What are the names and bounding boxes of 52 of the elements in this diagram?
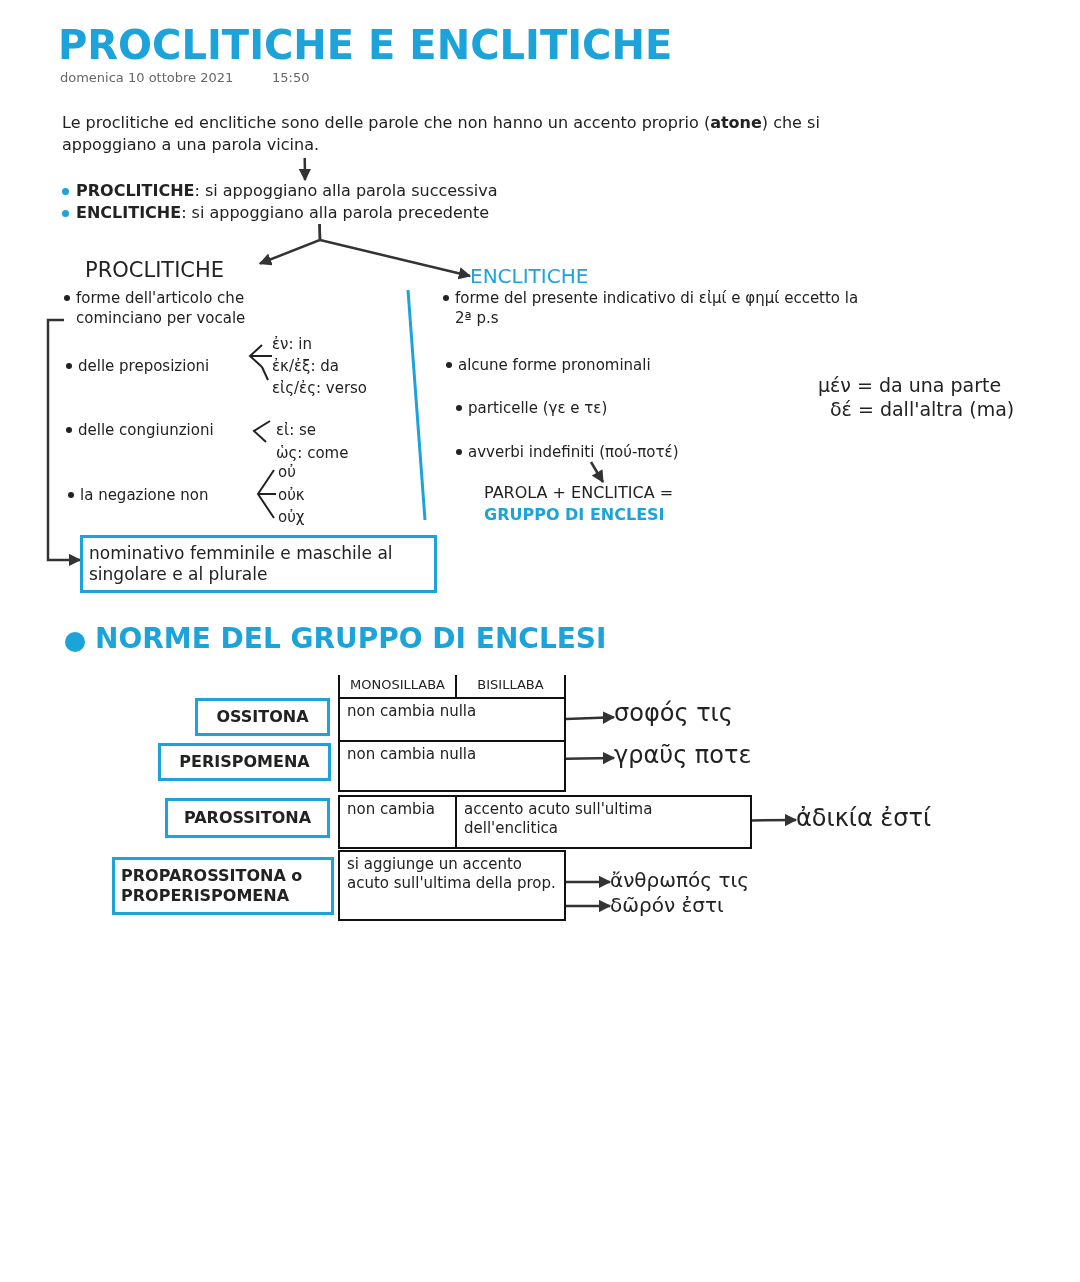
table-cell: si aggiunge un accento acuto sull'ultima della prop. [338, 850, 566, 921]
arrow [318, 223, 472, 280]
section-heading: NORME DEL GRUPPO DI ENCLESI [65, 622, 607, 655]
row-label-box: PERISPOMENA [158, 743, 331, 781]
heading: PROCLITICHE [85, 256, 260, 286]
arrow [566, 899, 612, 913]
arrow [566, 875, 612, 889]
bullet-text: delle congiunzioni [66, 420, 214, 440]
list-item: εἰς/ἐς: verso [272, 378, 368, 398]
bullet-text: delle preposizioni [66, 356, 210, 376]
table-cell: non cambia nulla [338, 697, 566, 742]
list-item: εἰ: se [276, 420, 317, 440]
row-label-box: OSSITONA [195, 698, 330, 736]
date-text: domenica 10 ottobre 2021 [60, 70, 234, 85]
table-cell: non cambia nulla [338, 740, 566, 792]
arrow [46, 318, 82, 567]
example-text: δῶρόν ἐστι [610, 893, 760, 917]
heading: ENCLITICHE [470, 263, 620, 289]
list-item: ἐν: in [272, 334, 312, 354]
bullet-text: avverbi indefiniti (πού-ποτέ) [456, 442, 768, 462]
example-text: ἀδικία ἐστί [796, 803, 961, 835]
arrow [589, 461, 604, 484]
result-text: PAROLA + ENCLITICA = GRUPPO DI ENCLESI [484, 482, 714, 528]
arrow [565, 711, 616, 724]
list-item: οὐ [278, 462, 296, 482]
arrow [752, 813, 798, 827]
note-text: δέ = dall'altra (ma) [830, 398, 1015, 420]
bullet-list: PROCLITICHE: si appoggiano alla parola successiva ENCLITICHE: si appoggiano alla parola precedente [62, 180, 622, 224]
list-item: οὐκ [278, 485, 305, 505]
bullet-text: la negazione non [68, 485, 209, 505]
table-cell: non cambia [338, 795, 457, 849]
list-item: ἐκ/ἐξ: da [272, 356, 339, 376]
bullet-text: alcune forme pronominali [446, 355, 651, 375]
bullet-text: particelle (γε e τε) [456, 398, 608, 418]
page-title: PROCLITICHE E ENCLITICHE [58, 22, 673, 68]
arrow [298, 158, 312, 182]
list-item: ὡς: come [276, 443, 349, 463]
bullet-text: forme dell'articolo che cominciano per vocale [64, 288, 326, 330]
example-text: σοφός τις [614, 698, 789, 730]
table-cell: accento acuto sull'ultima dell'enclitica [455, 795, 752, 849]
example-text: ἄνθρωπός τις [610, 868, 790, 892]
paragraph: Le proclitiche ed enclitiche sono delle parole che non hanno un accento proprio (atone) che si appoggiano a una parola vicina. [62, 112, 882, 158]
note-box: nominativo femminile e maschile al singolare e al plurale [80, 535, 437, 593]
note-text: μέν = da una parte [818, 374, 1002, 396]
example-text: γραῦς ποτε [614, 740, 789, 772]
arrow [565, 751, 616, 765]
column-header: MONOSILLABA [338, 675, 457, 697]
row-label-box: PAROSSITONA [165, 798, 330, 838]
bullet-text: forme del presente indicativo di εἰμί e φημί eccetto la 2ª p.s [443, 288, 865, 328]
row-label-box: PROPAROSSITONA o PROPERISPOMENA [112, 857, 334, 915]
time-text: 15:50 [272, 70, 310, 85]
column-header: BISILLABA [455, 675, 566, 697]
